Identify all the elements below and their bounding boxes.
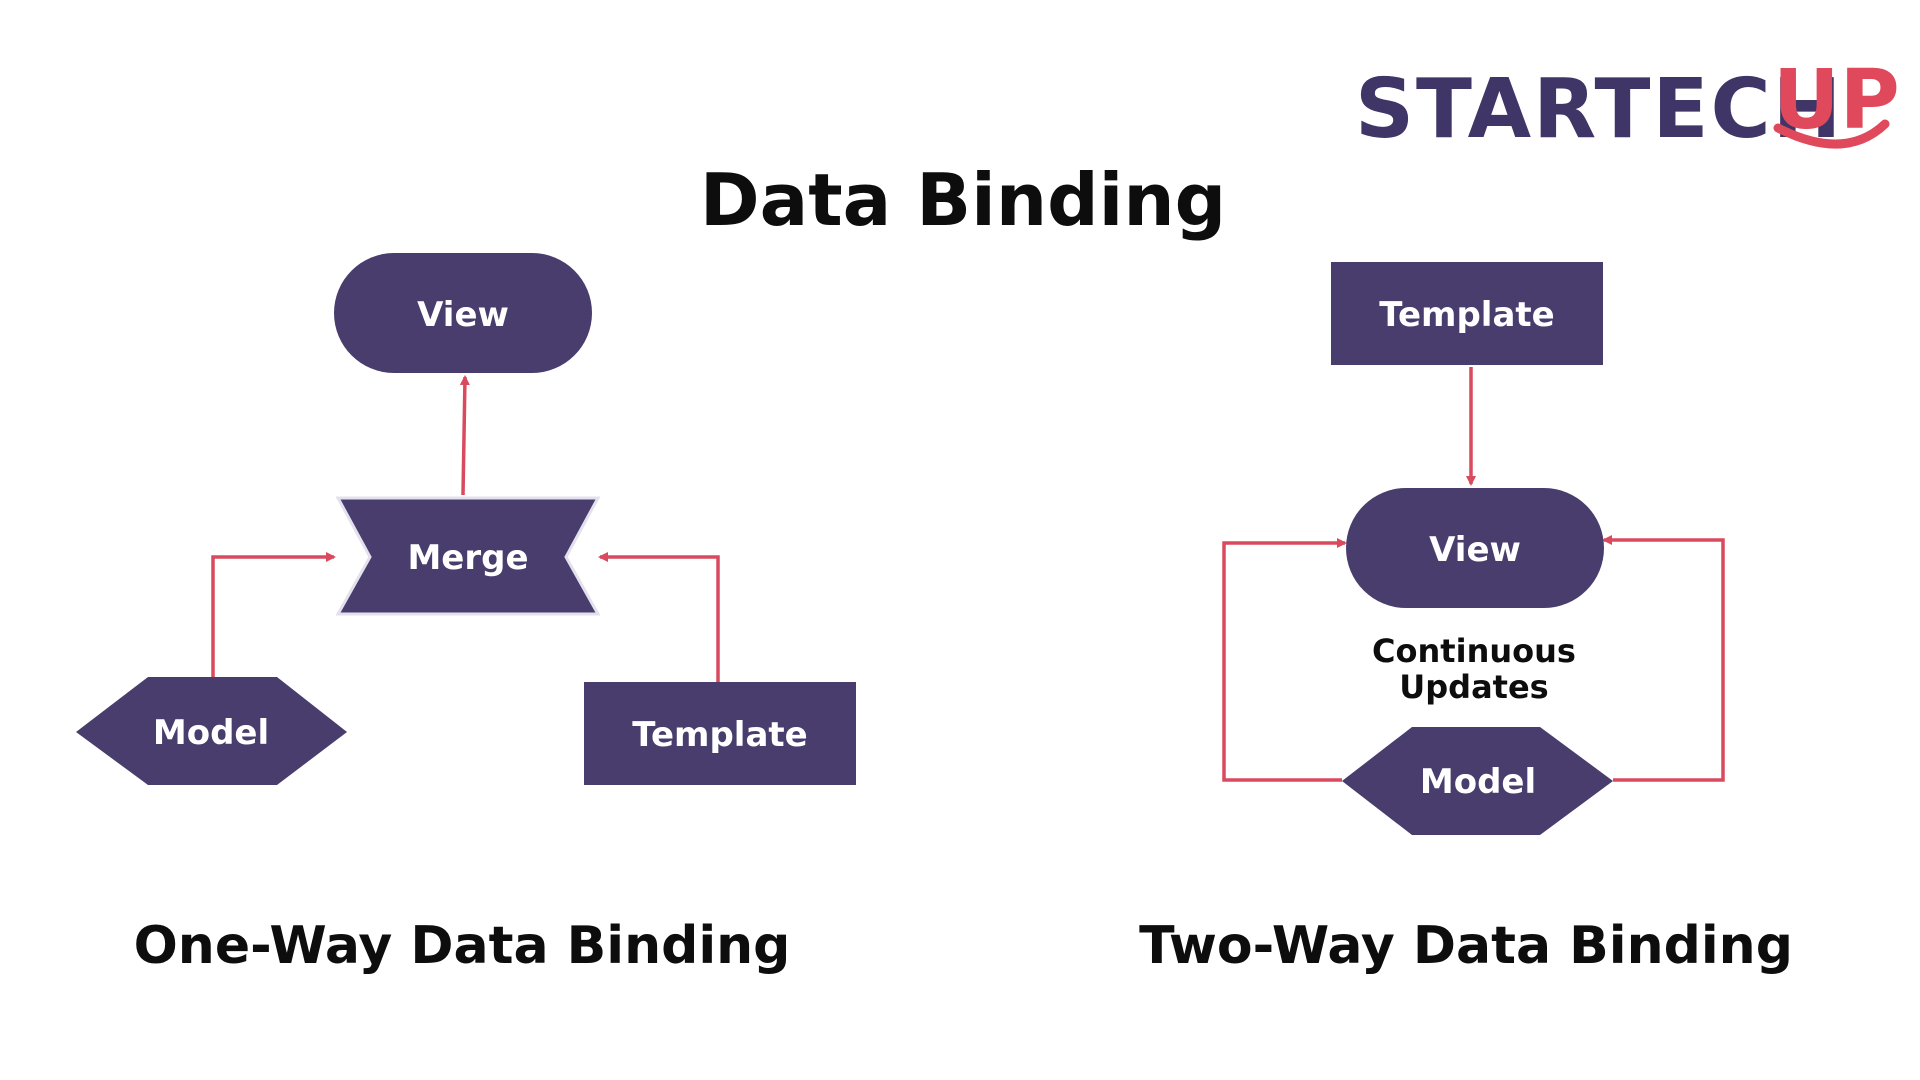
one-way-diagram: View Merge Model Template One-Way Data B…: [76, 253, 856, 976]
two-way-view-node: View: [1346, 488, 1604, 608]
two-way-diagram: Template View Continuous Updates Model T…: [1139, 262, 1793, 976]
one-way-view-node: View: [334, 253, 592, 373]
arrow-model-to-merge: [211, 552, 336, 677]
arrow-template-to-merge: [598, 552, 720, 682]
two-way-caption: Two-Way Data Binding: [1139, 916, 1793, 976]
one-way-merge-node: Merge: [335, 496, 601, 616]
arrow-merge-to-view: [459, 375, 470, 496]
one-way-model-node: Model: [76, 677, 347, 785]
logo-text-startech: STARTECH: [1355, 62, 1843, 157]
two-way-template-node: Template: [1331, 262, 1603, 365]
one-way-model-label: Model: [153, 713, 269, 753]
continuous-updates-line1: Continuous: [1372, 632, 1576, 670]
logo-smile-icon: [1773, 119, 1890, 149]
two-way-model-label: Model: [1420, 762, 1536, 802]
two-way-model-node: Model: [1342, 727, 1613, 835]
two-way-template-label: Template: [1379, 295, 1554, 335]
arrow-model-to-view-right: [1602, 535, 1725, 782]
arrow-model-to-view-left: [1222, 538, 1347, 782]
one-way-merge-label: Merge: [407, 538, 528, 578]
one-way-template-label: Template: [632, 715, 807, 755]
one-way-view-label: View: [417, 295, 509, 335]
two-way-view-label: View: [1429, 530, 1521, 570]
page-title: Data Binding: [700, 158, 1226, 242]
one-way-template-node: Template: [584, 682, 856, 785]
startechup-logo: STARTECH UP: [1355, 53, 1900, 157]
continuous-updates-line2: Updates: [1399, 668, 1548, 706]
one-way-caption: One-Way Data Binding: [134, 916, 791, 976]
